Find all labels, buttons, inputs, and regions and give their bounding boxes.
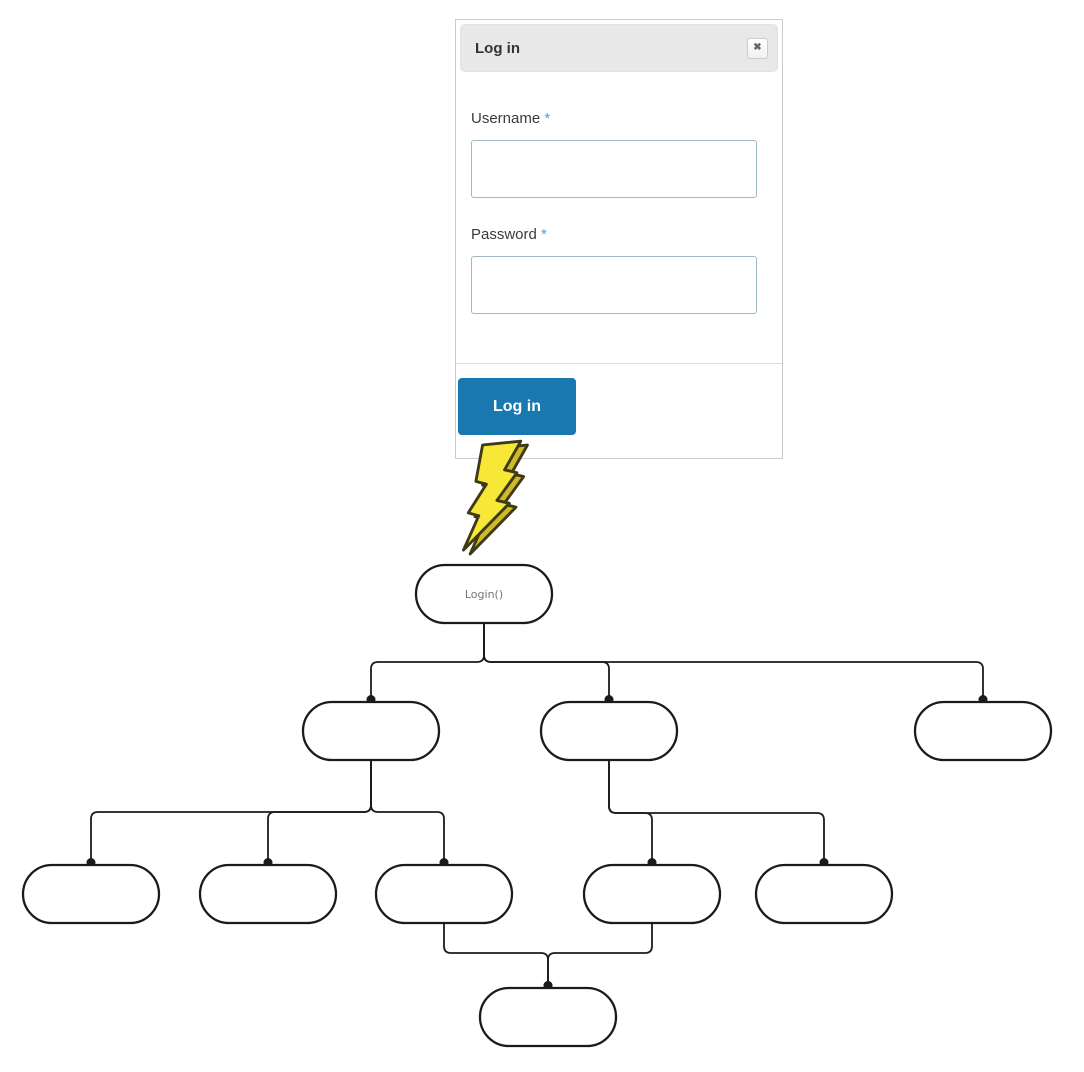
- tree-node-n2: [539, 700, 679, 762]
- tree-node-n1a: [21, 863, 161, 925]
- tree-node-label-root: Login(): [465, 588, 503, 601]
- username-label: Username *: [471, 110, 550, 127]
- close-icon: ✖: [753, 42, 762, 53]
- dialog-header: Log in ✖: [460, 24, 778, 72]
- password-label-text: Password: [471, 226, 537, 243]
- dialog-body: Username * Password *: [456, 76, 782, 314]
- close-button[interactable]: ✖: [747, 37, 768, 59]
- lightning-bolt-icon: [462, 439, 529, 556]
- tree-edge-n1-n1b: [267, 760, 372, 865]
- username-required-marker: *: [544, 110, 551, 127]
- tree-node-n1c: [374, 863, 514, 925]
- username-input[interactable]: [471, 140, 757, 198]
- password-input[interactable]: [471, 256, 757, 314]
- tree-node-n1: [301, 700, 441, 762]
- lightning-bolt-front: [462, 439, 523, 552]
- login-submit-button[interactable]: Log in: [458, 378, 576, 435]
- tree-node-n2b: [754, 863, 894, 925]
- tree-node-merge: [478, 986, 618, 1048]
- tree-edge-root-n3: [483, 623, 984, 702]
- dialog-title: Log in: [475, 39, 520, 57]
- tree-node-n2a: [582, 863, 722, 925]
- password-required-marker: *: [541, 226, 547, 243]
- tree-edge-n2a-merge: [547, 923, 653, 988]
- tree-edge-n1-n1c: [370, 760, 445, 865]
- login-dialog: Log in ✖ Username * Password * Log in: [455, 19, 783, 459]
- username-field-group: Username *: [471, 110, 757, 198]
- tree-edge-n2-n2b: [608, 760, 825, 865]
- tree-edge-n1c-merge: [443, 923, 549, 988]
- password-label: Password *: [471, 226, 547, 243]
- username-label-text: Username: [471, 110, 541, 127]
- tree-node-root: [414, 563, 554, 625]
- tree-node-n1b: [198, 863, 338, 925]
- password-field-group: Password *: [471, 226, 757, 314]
- tree-node-n3: [913, 700, 1053, 762]
- tree-edge-root-n1: [370, 623, 485, 702]
- dialog-footer: Log in: [456, 363, 782, 435]
